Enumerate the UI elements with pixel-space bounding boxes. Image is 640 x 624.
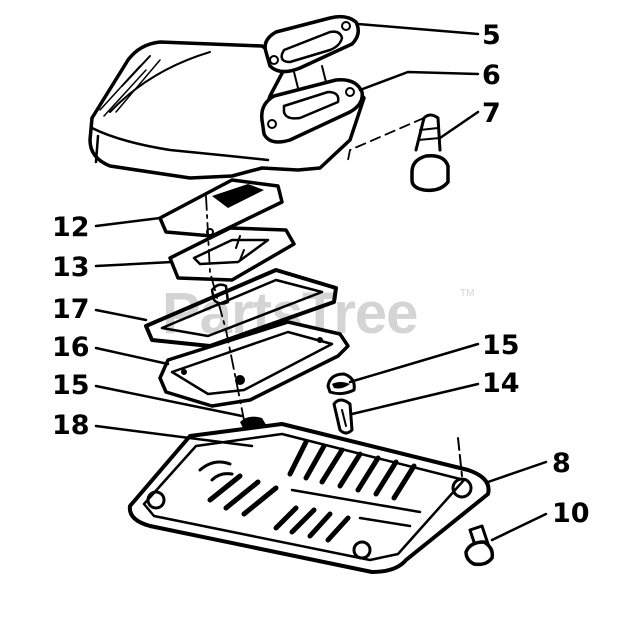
part-13-plate bbox=[168, 226, 296, 305]
callout-5: 5 bbox=[482, 20, 501, 51]
part-8-shield bbox=[127, 422, 491, 574]
callout-18: 18 bbox=[52, 410, 90, 441]
callout-15-left: 15 bbox=[52, 370, 90, 401]
callout-8: 8 bbox=[552, 448, 571, 479]
part-10-bolt bbox=[464, 524, 495, 567]
callout-7: 7 bbox=[482, 98, 501, 129]
part-17-gasket bbox=[144, 268, 338, 348]
callout-10: 10 bbox=[552, 498, 590, 529]
part-15-washer-right bbox=[326, 372, 356, 396]
callout-12: 12 bbox=[52, 212, 90, 243]
part-5-gasket bbox=[263, 14, 360, 74]
callout-15-right: 15 bbox=[482, 330, 520, 361]
leader-lines bbox=[94, 22, 548, 542]
callout-labels: 5 6 7 12 13 17 16 15 14 15 18 8 10 bbox=[52, 20, 590, 529]
watermark-trademark: TM bbox=[460, 288, 474, 299]
callout-13: 13 bbox=[52, 252, 90, 283]
callout-6: 6 bbox=[482, 60, 501, 91]
callout-17: 17 bbox=[52, 294, 90, 325]
part-14-clip bbox=[332, 398, 354, 435]
part-7-screw bbox=[347, 113, 450, 193]
part-6-flange bbox=[260, 65, 364, 144]
part-12-plate bbox=[158, 178, 284, 238]
callout-16: 16 bbox=[52, 332, 90, 363]
callout-14: 14 bbox=[482, 368, 520, 399]
